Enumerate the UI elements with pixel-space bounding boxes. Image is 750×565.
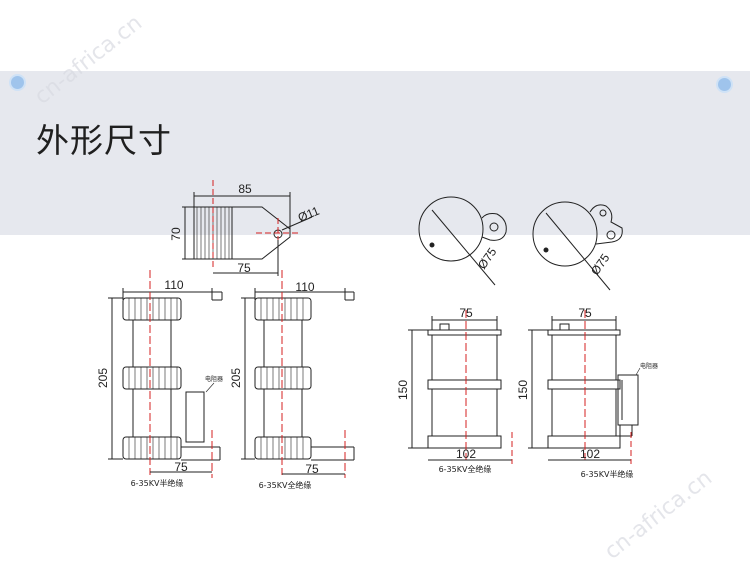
resistor-label: 电阻器 <box>205 375 223 383</box>
top-view-tab <box>232 206 291 260</box>
dim-75-d: 75 <box>578 306 592 320</box>
base-plate <box>427 435 502 449</box>
insulator-disc <box>122 436 182 460</box>
dim-75-b: 75 <box>305 462 319 476</box>
dim-75-a: 75 <box>174 460 188 474</box>
insulator-disc <box>254 366 312 390</box>
dim-205-a: 205 <box>96 368 110 388</box>
dim-dia-1: Ø75 <box>475 245 500 272</box>
top-view-1 <box>182 180 313 276</box>
dim-75-c: 75 <box>459 306 473 320</box>
cylinder-top <box>418 196 484 262</box>
front-view-2 <box>241 270 355 478</box>
dim-102-a: 102 <box>456 447 476 461</box>
dim-205-b: 205 <box>229 368 243 388</box>
dim-85: 85 <box>238 182 252 196</box>
side-view-1 <box>408 310 513 464</box>
insulator-disc <box>122 366 182 390</box>
title-band <box>0 71 750 235</box>
dim-75-top: 75 <box>237 261 251 275</box>
cylinder-top <box>532 201 598 267</box>
dim-110-a: 110 <box>164 278 183 292</box>
dim-dia-2: Ø75 <box>588 251 613 278</box>
terminal-lug <box>481 213 507 241</box>
insulator-disc <box>122 297 182 321</box>
caption-front-1: 6-35KV半绝缘 <box>131 478 184 488</box>
front-view-1 <box>108 270 223 478</box>
bullet-dot-left <box>9 74 26 91</box>
caption-front-2: 6-35KV全绝缘 <box>259 480 312 490</box>
resistor-box <box>185 391 205 443</box>
resistor-label-2: 电阻器 <box>640 362 658 370</box>
side-view-2 <box>528 310 641 464</box>
dim-110-b: 110 <box>295 280 314 294</box>
resistor-box <box>617 374 639 426</box>
bullet-dot-right <box>716 76 733 93</box>
caption-side-1: 6-35KV全绝缘 <box>439 464 492 474</box>
insulator-disc <box>254 297 312 321</box>
circle-view-1 <box>418 196 507 286</box>
slide-title: 外形尺寸 <box>36 121 172 160</box>
dim-102-b: 102 <box>580 447 600 461</box>
circle-view-2 <box>532 201 623 291</box>
dim-150-a: 150 <box>396 380 410 400</box>
dim-70: 70 <box>169 227 183 241</box>
caption-side-2: 6-35KV半绝缘 <box>581 469 634 479</box>
dim-150-b: 150 <box>516 380 530 400</box>
terminal-lug <box>589 204 623 245</box>
insulator-disc <box>254 436 312 460</box>
dim-hole: Ø11 <box>296 204 322 225</box>
